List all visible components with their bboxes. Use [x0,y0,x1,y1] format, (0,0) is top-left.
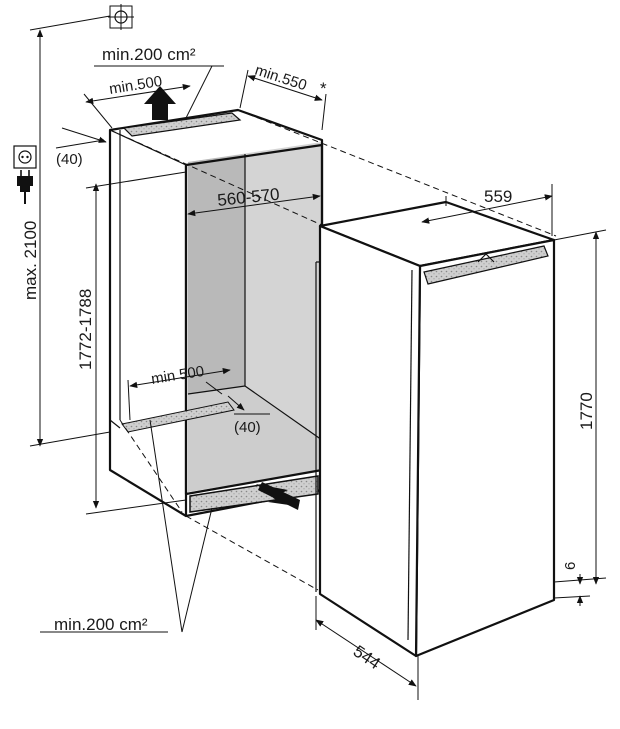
top-vent-slot [122,112,242,137]
appliance-depth-label: 544 [350,642,384,674]
niche-cabinet [108,108,324,518]
appliance-width-label: 559 [484,187,512,206]
appliance-height-label: 1770 [577,392,596,430]
cabinet-depth-label: min.550 [253,62,309,95]
niche-height-label: 1772-1788 [76,289,95,370]
power-socket-icon [13,145,37,169]
power-plug-icon [17,170,33,204]
toe-gap-label: 6 [562,562,579,570]
max-height-label: max. 2100 [21,221,40,300]
level-cross-icon [108,4,134,30]
bottom-offset-label: (40) [234,419,261,436]
appliance-front [414,238,556,658]
top-offset-label: (40) [56,151,83,168]
asterisk-label: * [320,79,327,98]
bottom-vent-area-label: min.200 cm² [54,615,148,634]
top-vent-area-label: min.200 cm² [102,45,196,64]
dimension-lines [29,15,607,700]
appliance-side [318,224,422,658]
bottom-vent-grille [189,475,319,513]
appliance-top-grille [423,245,549,285]
appliance [315,200,556,658]
